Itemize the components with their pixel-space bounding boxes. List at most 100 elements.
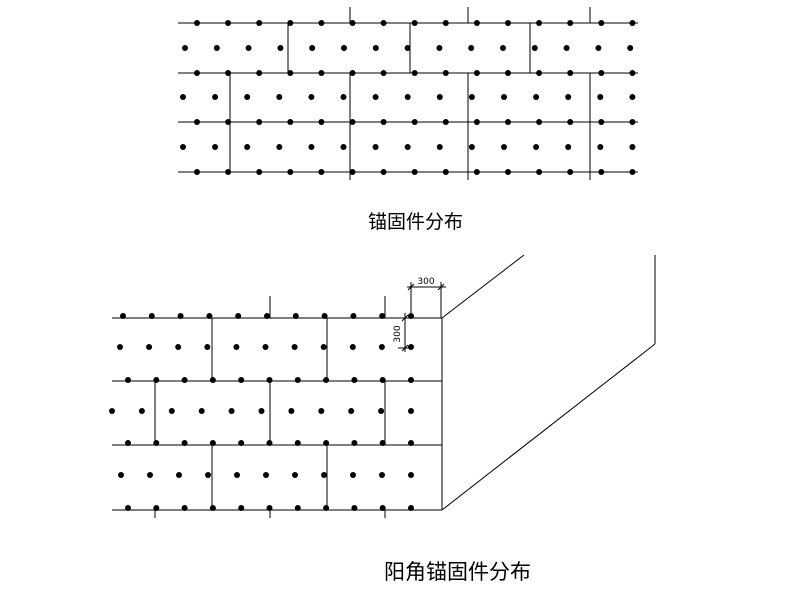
anchor-point bbox=[308, 94, 315, 100]
anchor-point bbox=[292, 472, 298, 478]
anchor-point bbox=[206, 313, 213, 319]
anchor-point bbox=[244, 94, 251, 100]
anchor-point bbox=[258, 408, 265, 414]
anchor-point bbox=[294, 505, 301, 511]
anchor-point bbox=[501, 94, 507, 100]
anchor-point bbox=[536, 169, 543, 175]
anchor-point bbox=[194, 20, 200, 26]
anchor-point bbox=[238, 440, 245, 446]
anchor-point bbox=[404, 94, 411, 100]
anchor-point bbox=[225, 20, 232, 26]
anchor-point bbox=[629, 20, 636, 26]
anchor-point bbox=[408, 505, 414, 511]
anchor-point bbox=[595, 45, 602, 51]
anchor-point bbox=[408, 408, 414, 414]
anchor-point bbox=[209, 377, 216, 383]
anchor-point bbox=[379, 313, 386, 319]
anchor-point bbox=[180, 94, 186, 100]
anchor-point bbox=[294, 440, 301, 446]
anchor-point bbox=[292, 313, 299, 319]
anchor-point bbox=[500, 45, 506, 51]
anchor-point bbox=[567, 119, 574, 125]
anchor-point bbox=[533, 94, 540, 100]
anchor-distribution-caption: 锚固件分布 bbox=[368, 211, 464, 233]
anchor-point bbox=[378, 344, 385, 350]
anchor-point bbox=[505, 70, 511, 76]
anchor-point bbox=[351, 440, 358, 446]
anchor-point bbox=[629, 119, 636, 125]
anchor-point bbox=[276, 94, 283, 100]
anchor-point bbox=[379, 440, 386, 446]
anchor-point bbox=[205, 472, 211, 478]
anchor-point bbox=[350, 472, 356, 478]
anchor-point bbox=[146, 344, 153, 350]
anchor-point bbox=[536, 20, 543, 26]
anchor-point bbox=[565, 94, 572, 100]
anchor-point bbox=[318, 20, 325, 26]
anchor-point bbox=[442, 119, 449, 125]
anchor-point bbox=[372, 45, 379, 51]
anchor-point bbox=[533, 144, 540, 150]
anchor-point bbox=[153, 377, 160, 383]
anchor-point bbox=[180, 144, 186, 150]
anchor-point bbox=[245, 45, 252, 51]
anchor-point bbox=[176, 472, 182, 478]
anchor-point bbox=[175, 344, 182, 350]
anchor-point bbox=[276, 144, 283, 150]
anchor-point bbox=[225, 169, 232, 175]
anchor-point bbox=[291, 344, 298, 350]
anchor-point bbox=[321, 472, 327, 478]
anchor-point bbox=[340, 144, 347, 150]
anchor-point bbox=[411, 119, 418, 125]
anchor-point bbox=[411, 169, 418, 175]
anchor-point bbox=[598, 119, 605, 125]
anchor-point bbox=[209, 505, 216, 511]
anchor-point bbox=[266, 377, 273, 383]
anchor-point bbox=[536, 70, 543, 76]
anchor-point bbox=[442, 70, 449, 76]
anchor-point bbox=[234, 472, 240, 478]
anchor-point bbox=[411, 70, 418, 76]
anchor-point bbox=[256, 70, 263, 76]
anchor-point bbox=[349, 70, 356, 76]
anchor-point bbox=[468, 94, 475, 100]
anchor-point bbox=[473, 20, 480, 26]
anchor-point bbox=[411, 20, 418, 26]
anchor-point bbox=[235, 313, 242, 319]
anchor-point bbox=[318, 119, 325, 125]
corner-perspective-outline bbox=[441, 254, 656, 511]
anchor-point bbox=[318, 169, 325, 175]
anchor-point bbox=[468, 144, 475, 150]
anchor-point bbox=[597, 144, 604, 150]
anchor-point bbox=[125, 377, 131, 383]
anchor-point bbox=[153, 440, 160, 446]
anchor-point bbox=[323, 505, 330, 511]
anchor-point bbox=[598, 20, 605, 26]
anchor-point bbox=[266, 505, 273, 511]
anchor-point bbox=[629, 169, 636, 175]
anchor-point bbox=[408, 344, 414, 350]
anchor-point bbox=[109, 408, 115, 414]
anchor-point bbox=[225, 70, 232, 76]
anchor-point bbox=[238, 505, 245, 511]
corner-anchor-distribution-plan bbox=[109, 296, 442, 518]
anchor-point bbox=[473, 70, 480, 76]
anchor-point bbox=[194, 119, 200, 125]
anchor-point bbox=[378, 408, 385, 414]
anchor-point bbox=[468, 45, 475, 51]
anchor-point bbox=[380, 169, 387, 175]
anchor-point bbox=[505, 119, 511, 125]
anchor-point bbox=[308, 144, 315, 150]
anchor-point bbox=[321, 313, 328, 319]
anchor-point bbox=[204, 344, 211, 350]
anchor-point bbox=[408, 472, 414, 478]
anchor-point bbox=[148, 313, 155, 319]
anchor-point bbox=[212, 94, 219, 100]
anchor-point bbox=[153, 505, 160, 511]
anchor-point bbox=[629, 94, 636, 100]
anchor-point bbox=[379, 505, 386, 511]
dimension-annotations bbox=[398, 282, 446, 352]
anchor-point bbox=[198, 408, 205, 414]
anchor-point bbox=[256, 169, 263, 175]
